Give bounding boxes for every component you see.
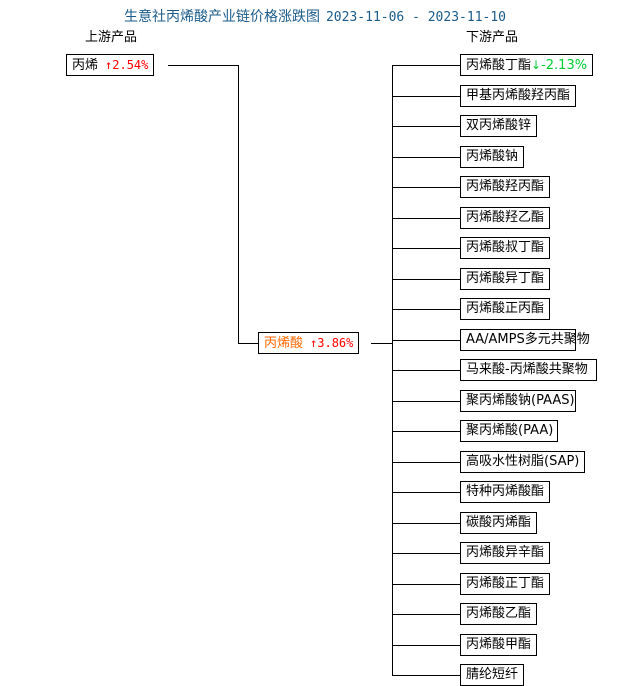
downstream-connector-stub: [392, 492, 460, 493]
downstream-node-change: ↓-2.13%: [531, 58, 587, 73]
upstream-node-label: 丙烯: [72, 58, 99, 73]
downstream-node[interactable]: 丙烯酸丁酯↓-2.13%: [460, 54, 593, 76]
downstream-connector-stub: [392, 248, 460, 249]
upstream-column-header: 上游产品: [85, 30, 138, 45]
downstream-node[interactable]: 双丙烯酸锌: [460, 115, 537, 137]
downstream-node-label: 聚丙烯酸(PAA): [466, 423, 554, 438]
chart-title: 生意社丙烯酸产业链价格涨跌图 2023-11-06 - 2023-11-10: [0, 9, 630, 26]
downstream-node[interactable]: 丙烯酸甲酯: [460, 634, 537, 656]
downstream-node-label: 双丙烯酸锌: [466, 118, 532, 133]
downstream-connector-stub: [392, 126, 460, 127]
downstream-node-label: 聚丙烯酸钠(PAAS): [466, 393, 575, 408]
downstream-node[interactable]: 聚丙烯酸钠(PAAS): [460, 390, 576, 412]
downstream-connector-stub: [392, 553, 460, 554]
downstream-node-label: 丙烯酸羟丙酯: [466, 179, 545, 194]
downstream-connector-stub: [392, 614, 460, 615]
downstream-node[interactable]: 腈纶短纤: [460, 664, 524, 686]
downstream-change-value: -2.13%: [541, 58, 588, 73]
downstream-connector-stub: [392, 584, 460, 585]
downstream-connector-stub: [392, 309, 460, 310]
downstream-connector-stub: [392, 340, 460, 341]
downstream-node-label: 丙烯酸钠: [466, 149, 519, 164]
downstream-connector-stub: [392, 462, 460, 463]
downstream-node-label: 丙烯酸羟乙酯: [466, 210, 545, 225]
arrow-down-icon: ↓: [531, 58, 542, 72]
connector-upstream-horizontal: [168, 65, 238, 66]
center-node-label: 丙烯酸: [264, 336, 304, 351]
chart-title-text: 生意社丙烯酸产业链价格涨跌图: [123, 9, 320, 25]
downstream-connector-stub: [392, 187, 460, 188]
downstream-connector-stub: [392, 523, 460, 524]
downstream-node[interactable]: 高吸水性树脂(SAP): [460, 451, 585, 473]
downstream-node[interactable]: 丙烯酸羟乙酯: [460, 207, 550, 229]
downstream-connector-stub: [392, 279, 460, 280]
downstream-node-label: 丙烯酸异丁酯: [466, 271, 545, 286]
downstream-node-label: 腈纶短纤: [466, 667, 519, 682]
downstream-node[interactable]: 马来酸-丙烯酸共聚物: [460, 359, 597, 381]
downstream-node-label: 丙烯酸叔丁酯: [466, 240, 545, 255]
arrow-up-icon: ↑: [105, 58, 113, 72]
downstream-node[interactable]: 丙烯酸正丁酯: [460, 573, 550, 595]
center-node-acrylic-acid[interactable]: 丙烯酸 ↑3.86%: [258, 332, 360, 354]
downstream-connector-stub: [392, 675, 460, 676]
downstream-node-label: 高吸水性树脂(SAP): [466, 454, 580, 469]
downstream-node[interactable]: 丙烯酸正丙酯: [460, 298, 550, 320]
downstream-node[interactable]: 丙烯酸乙酯: [460, 603, 537, 625]
downstream-node[interactable]: 聚丙烯酸(PAA): [460, 420, 558, 442]
downstream-node-label: 丙烯酸丁酯: [466, 58, 532, 73]
downstream-node-label: 丙烯酸甲酯: [466, 637, 532, 652]
downstream-connector-stub: [392, 65, 460, 66]
downstream-node[interactable]: 丙烯酸异辛酯: [460, 542, 550, 564]
downstream-node-label: 丙烯酸正丙酯: [466, 301, 545, 316]
downstream-node[interactable]: 甲基丙烯酸羟丙酯: [460, 85, 576, 107]
downstream-connector-stub: [392, 370, 460, 371]
chart-date-range: 2023-11-06 - 2023-11-10: [325, 10, 506, 25]
connector-center-to-trunk: [371, 343, 393, 344]
downstream-connector-stub: [392, 157, 460, 158]
downstream-node-label: 丙烯酸异辛酯: [466, 545, 545, 560]
downstream-node[interactable]: AA/AMPS多元共聚物: [460, 329, 590, 351]
downstream-node[interactable]: 丙烯酸钠: [460, 146, 524, 168]
upstream-node-change: ↑2.54%: [105, 58, 148, 72]
downstream-node[interactable]: 丙烯酸羟丙酯: [460, 176, 550, 198]
connector-upstream-to-center: [238, 343, 259, 344]
downstream-node-label: 丙烯酸正丁酯: [466, 576, 545, 591]
downstream-connector-stub: [392, 401, 460, 402]
downstream-node[interactable]: 碳酸丙烯酯: [460, 512, 537, 534]
upstream-node-propylene[interactable]: 丙烯 ↑2.54%: [66, 54, 155, 76]
downstream-node-label: 特种丙烯酸酯: [466, 484, 545, 499]
downstream-node-label: 马来酸-丙烯酸共聚物: [466, 362, 588, 377]
upstream-change-value: 2.54%: [112, 58, 149, 72]
connector-upstream-vertical: [238, 65, 239, 343]
downstream-node-label: AA/AMPS多元共聚物: [466, 332, 590, 347]
downstream-node-label: 丙烯酸乙酯: [466, 606, 532, 621]
downstream-node[interactable]: 丙烯酸异丁酯: [460, 268, 550, 290]
downstream-node[interactable]: 丙烯酸叔丁酯: [460, 237, 550, 259]
downstream-connector-stub: [392, 218, 460, 219]
downstream-node[interactable]: 特种丙烯酸酯: [460, 481, 550, 503]
arrow-up-icon: ↑: [310, 336, 318, 350]
downstream-node-label: 碳酸丙烯酯: [466, 515, 532, 530]
downstream-connector-stub: [392, 96, 460, 97]
downstream-column-header: 下游产品: [466, 30, 519, 45]
center-node-change: ↑3.86%: [310, 336, 353, 350]
downstream-node-label: 甲基丙烯酸羟丙酯: [466, 88, 571, 103]
downstream-connector-stub: [392, 645, 460, 646]
center-change-value: 3.86%: [317, 336, 354, 350]
downstream-connector-stub: [392, 431, 460, 432]
